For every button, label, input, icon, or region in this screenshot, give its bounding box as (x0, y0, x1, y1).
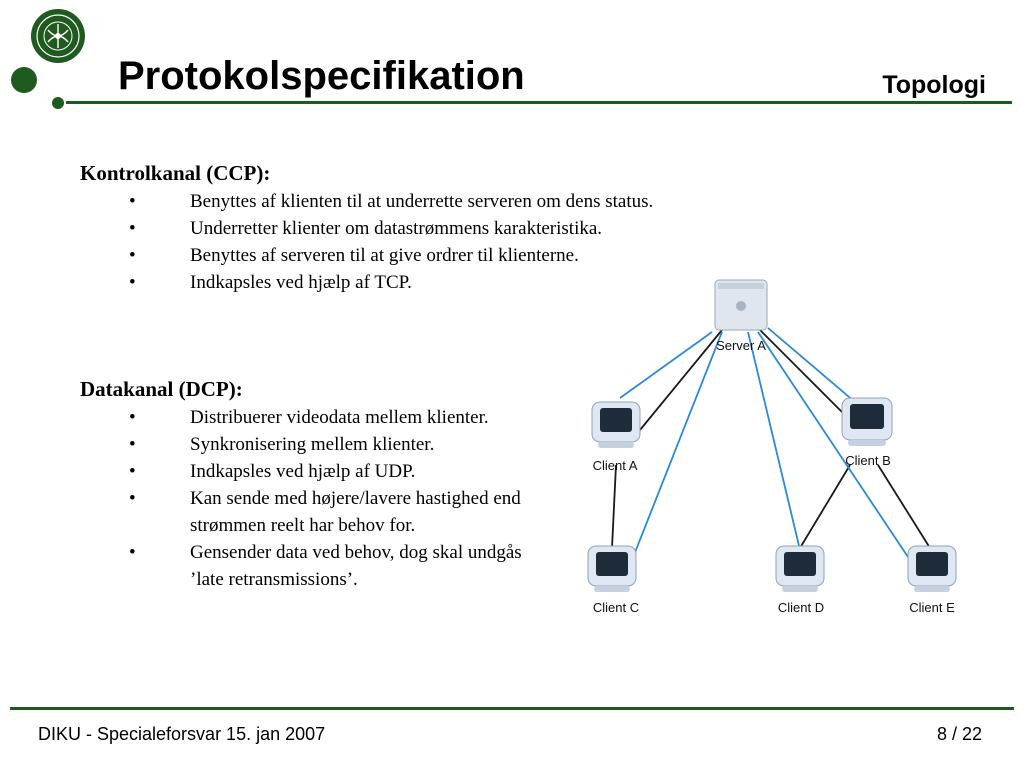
link-client-b-client-d (799, 464, 851, 549)
client-c-node: Client C (587, 545, 639, 615)
control-links (611, 329, 931, 549)
header-rule (66, 101, 1012, 104)
bullet: • (129, 542, 136, 563)
client-a-node: Client A (591, 401, 641, 473)
client-e-node: Client E (907, 545, 957, 615)
server-a-label: Server A (716, 338, 766, 353)
link-client-b-client-e (877, 464, 931, 549)
bullet: • (129, 272, 136, 293)
control-channel-heading: Kontrolkanal (CCP): (80, 161, 271, 185)
client-d-label: Client D (778, 600, 824, 615)
bullet: • (129, 191, 136, 212)
list-item-text: Benyttes af klienten til at underrette s… (190, 191, 654, 212)
list-item-text: Underretter klienter om datastrømmens ka… (190, 218, 603, 239)
control-channel-list: • Benyttes af klienten til at underrette … (0, 188, 653, 296)
list-item-text: Indkapsles ved hjælp af UDP. (190, 461, 416, 482)
list-item: • Distribuerer videodata mellem klienter. (0, 404, 560, 431)
decor-dot-large (11, 67, 37, 93)
list-item: • Kan sende med højere/lavere hastighed e… (0, 485, 560, 539)
server-a-node: Server A (714, 279, 768, 353)
list-item-text: Indkapsles ved hjælp af TCP. (190, 272, 412, 293)
data-channel-heading: Datakanal (DCP): (80, 377, 243, 401)
footer-rule (10, 707, 1014, 710)
bullet: • (129, 407, 136, 428)
list-item: • Benyttes af serveren til at give ordrer… (0, 242, 653, 269)
data-channel-list: • Distribuerer videodata mellem klienter.… (0, 404, 560, 593)
data-link-server-client-c (631, 331, 723, 561)
list-item: • Indkapsles ved hjælp af TCP. (0, 269, 653, 296)
list-item: • Indkapsles ved hjælp af UDP. (0, 458, 560, 485)
list-item-text: Kan sende med højere/lavere hastighed en… (190, 488, 521, 536)
bullet: • (129, 218, 136, 239)
link-server-client-b (759, 329, 846, 416)
list-item: • Synkronisering mellem klienter. (0, 431, 560, 458)
list-item-text: Gensender data ved behov, dog skal undgå… (190, 542, 522, 590)
client-e-label: Client E (909, 600, 955, 615)
client-d-node: Client D (775, 545, 825, 615)
bullet: • (129, 434, 136, 455)
apple-icon (736, 301, 746, 311)
list-item: • Underretter klienter om datastrømmens k… (0, 215, 653, 242)
list-item: • Benyttes af klienten til at underrette … (0, 188, 653, 215)
data-link-server-client-d (747, 331, 801, 551)
bullet: • (129, 488, 136, 509)
decor-dot-small (52, 97, 64, 109)
data-links (619, 327, 911, 561)
footer-page-number: 8 / 22 (936, 724, 982, 744)
list-item-text: Distribuerer videodata mellem klienter. (190, 407, 489, 428)
bullet: • (129, 461, 136, 482)
data-link-server-client-b (767, 327, 856, 403)
bullet: • (129, 245, 136, 266)
client-b-node: Client B (841, 397, 893, 468)
section-title: Topologi (882, 71, 986, 99)
university-seal-logo (31, 9, 85, 63)
network-topology-diagram: Server A Client A Client B Client C Clie… (587, 279, 957, 615)
data-link-server-client-a (619, 331, 713, 399)
client-b-label: Client B (845, 453, 891, 468)
link-client-a-client-c (611, 464, 617, 549)
client-c-label: Client C (593, 600, 639, 615)
data-link-server-client-e (757, 331, 911, 561)
link-server-client-a (639, 329, 723, 431)
slide-title: Protokolspecifikation (118, 54, 525, 98)
list-item: • Gensender data ved behov, dog skal undg… (0, 539, 560, 593)
list-item-text: Synkronisering mellem klienter. (190, 434, 435, 455)
list-item-text: Benyttes af serveren til at give ordrer … (190, 245, 579, 266)
client-a-label: Client A (593, 458, 638, 473)
footer-presentation-info: DIKU - Specialeforsvar 15. jan 2007 (38, 724, 326, 744)
